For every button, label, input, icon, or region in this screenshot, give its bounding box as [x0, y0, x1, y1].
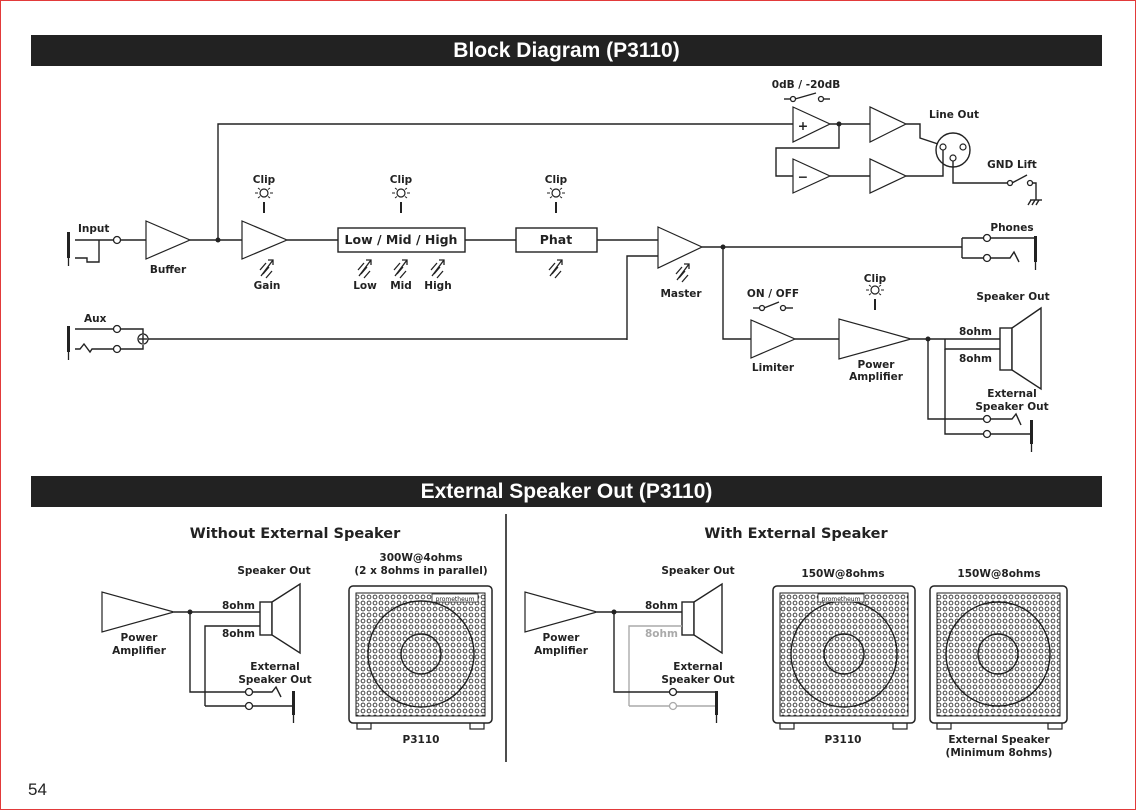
- buffer-amp: [145, 220, 192, 260]
- aux-jack: [66, 324, 149, 361]
- power-amp-label-2: Amplifier: [849, 371, 904, 383]
- minus-sign: −: [798, 169, 808, 184]
- aux-label: Aux: [84, 313, 107, 325]
- eq-block-label: Low / Mid / High: [345, 232, 458, 247]
- power-amp-left-label-2: Amplifier: [112, 645, 167, 657]
- cab-mid-label: P3110: [825, 734, 862, 746]
- master-label: Master: [660, 288, 702, 300]
- speaker-out-right-label: Speaker Out: [661, 565, 734, 577]
- power-amp-label-1: Power: [858, 359, 896, 371]
- cabinet-p3110: [772, 585, 916, 730]
- block-diagram-banner: Block Diagram (P3110): [31, 35, 1102, 66]
- balanced-plus-amp: [792, 106, 832, 143]
- ohm-label-2: 8ohm: [959, 353, 992, 365]
- power-amp: [838, 318, 914, 360]
- gnd-lift-switch: [1006, 174, 1042, 206]
- ext-speaker-jack: [982, 412, 1033, 452]
- phat-clip-label: Clip: [545, 174, 568, 186]
- without-title: Without External Speaker: [190, 526, 401, 542]
- gnd-lift-label: GND Lift: [987, 159, 1037, 171]
- cab-left-label: P3110: [403, 734, 440, 746]
- balanced-minus-amp: [792, 158, 832, 194]
- speaker-icon-right: [681, 582, 723, 655]
- plus-sign: +: [798, 118, 808, 133]
- phat-block-label: Phat: [540, 232, 572, 247]
- ohm-left-1: 8ohm: [222, 600, 255, 612]
- ext-cab-label-1: External Speaker: [948, 734, 1050, 746]
- phat-block: [515, 227, 598, 253]
- external-speaker-banner: External Speaker Out (P3110): [31, 476, 1102, 507]
- gain-label: Gain: [254, 280, 281, 292]
- line-out-driver-plus: [869, 106, 908, 143]
- limiter: [750, 319, 797, 359]
- cabinet-external: [929, 585, 1068, 730]
- eq-clip-label: Clip: [390, 174, 413, 186]
- brand-mid: prometheum: [822, 596, 861, 603]
- pad-switch: [784, 92, 830, 103]
- input-jack: [66, 231, 122, 267]
- gain-amp: [241, 220, 289, 260]
- cabinet-left: [348, 585, 493, 730]
- eq-low-label: Low: [353, 280, 377, 292]
- buffer-label: Buffer: [150, 264, 187, 276]
- power-amp-right: [524, 591, 600, 633]
- eq-mid-label: Mid: [390, 280, 412, 292]
- speaker-icon: [999, 306, 1042, 391]
- eq-high-label: High: [424, 280, 451, 292]
- power-amp-right-label-1: Power: [543, 632, 581, 644]
- ext-jack-right: [668, 687, 718, 723]
- power-amp-left-label-1: Power: [121, 632, 159, 644]
- power-clip-label: Clip: [864, 273, 887, 285]
- with-title: With External Speaker: [704, 526, 888, 542]
- ohm-label-1: 8ohm: [959, 326, 992, 338]
- eq-block: [337, 227, 466, 253]
- ext-speaker-label-2: Speaker Out: [975, 401, 1048, 413]
- ext-speaker-left-label-1: External: [250, 661, 299, 673]
- ohm-right-1: 8ohm: [645, 600, 678, 612]
- line-out-label: Line Out: [929, 109, 979, 121]
- ext-speaker-right-label-2: Speaker Out: [661, 674, 734, 686]
- limiter-label: Limiter: [752, 362, 795, 374]
- speaker-out-left-label: Speaker Out: [237, 565, 310, 577]
- ohm-left-2: 8ohm: [222, 628, 255, 640]
- spec-left-1: 300W@4ohms: [379, 552, 462, 564]
- ext-speaker-label-1: External: [987, 388, 1036, 400]
- ext-jack-left: [244, 685, 295, 723]
- power-amp-left: [101, 591, 177, 633]
- ext-speaker-left-label-2: Speaker Out: [238, 674, 311, 686]
- pad-switch-label: 0dB / -20dB: [772, 79, 840, 91]
- line-out-driver-minus: [869, 158, 908, 194]
- master-amp: [657, 226, 704, 269]
- brand-left: prometheum: [436, 596, 475, 603]
- page-number: 54: [28, 780, 47, 799]
- ohm-right-2: 8ohm: [645, 628, 678, 640]
- spec-right: 150W@8ohms: [957, 568, 1040, 580]
- input-label: Input: [78, 223, 109, 235]
- spec-left-2: (2 x 8ohms in parallel): [354, 565, 487, 577]
- on-off-label: ON / OFF: [747, 288, 799, 300]
- ext-cab-label-2: (Minimum 8ohms): [946, 747, 1053, 759]
- power-amp-right-label-2: Amplifier: [534, 645, 589, 657]
- ext-speaker-right-label-1: External: [673, 661, 722, 673]
- phones-label: Phones: [990, 222, 1033, 234]
- phones-jack: [961, 233, 1037, 270]
- speaker-icon-left: [259, 582, 301, 655]
- spec-mid: 150W@8ohms: [801, 568, 884, 580]
- speaker-out-label: Speaker Out: [976, 291, 1049, 303]
- limiter-switch: [753, 301, 793, 312]
- gain-clip-label: Clip: [253, 174, 276, 186]
